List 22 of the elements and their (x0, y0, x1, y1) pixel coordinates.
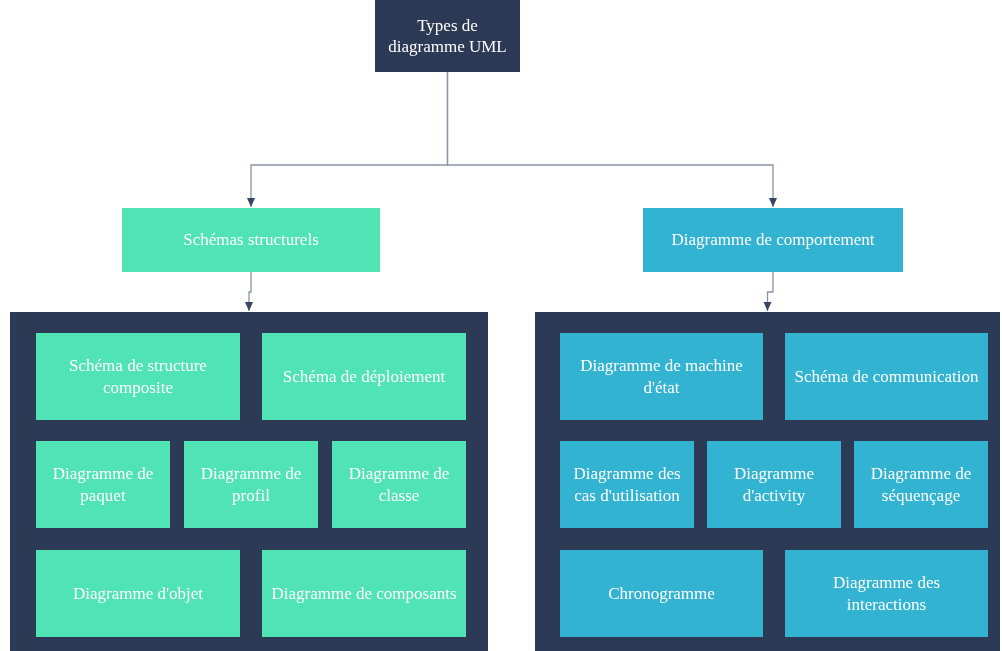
diagram-box: Diagramme d'activity (707, 441, 841, 528)
diagram-box: Diagramme de paquet (36, 441, 170, 528)
diagram-box: Diagramme de classe (332, 441, 466, 528)
diagram-box: Diagramme de séquençage (854, 441, 988, 528)
arrow (446, 71, 777, 208)
group-panel (535, 312, 1000, 651)
diagram-box: Diagramme de composants (262, 550, 466, 637)
diagram-box: Schéma de communication (785, 333, 988, 420)
diagram-box: Schémas structurels (122, 208, 380, 272)
diagram-box: Diagramme de comportement (643, 208, 903, 272)
diagram-box: Diagramme des interactions (785, 550, 988, 637)
diagram-box: Diagramme d'objet (36, 550, 240, 637)
diagram-box: Schéma de structure composite (36, 333, 240, 420)
diagram-box: Chronogramme (560, 550, 763, 637)
diagram-box: Diagramme des cas d'utilisation (560, 441, 694, 528)
group-panel (10, 312, 488, 651)
diagram-box: Diagramme de machine d'état (560, 333, 763, 420)
diagram-box: Schéma de déploiement (262, 333, 466, 420)
arrow (763, 271, 774, 312)
diagram-box: Types de diagramme UML (375, 0, 520, 72)
diagram-box: Diagramme de profil (184, 441, 318, 528)
arrow (245, 271, 253, 312)
